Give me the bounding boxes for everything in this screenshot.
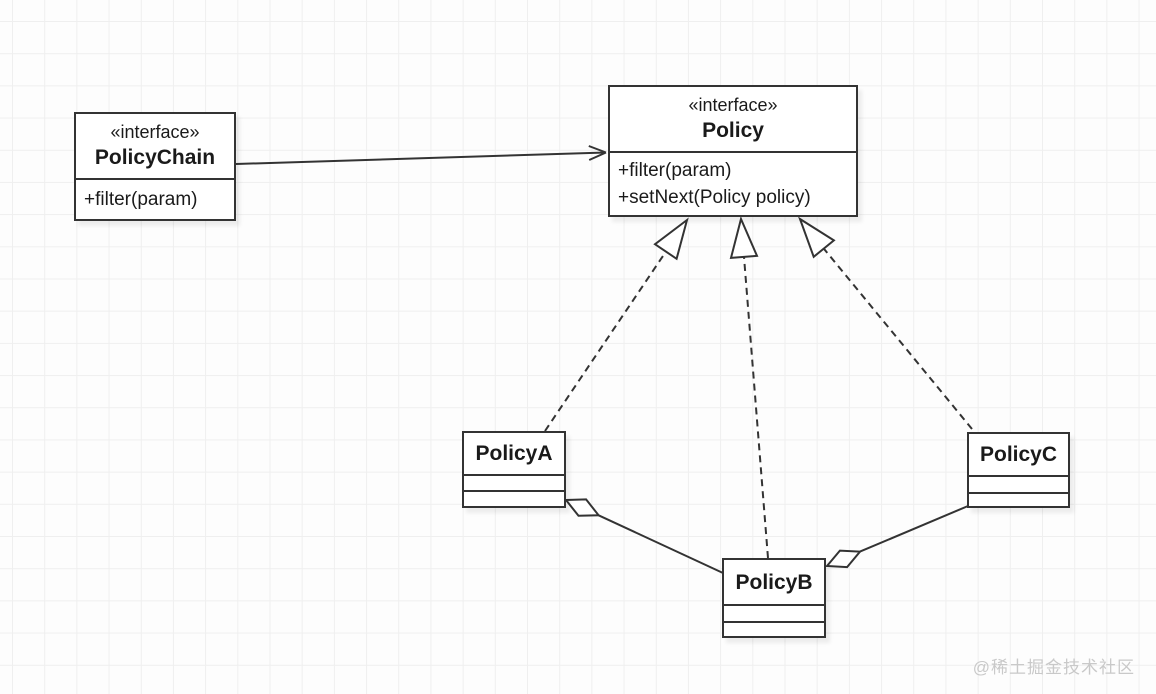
class-policya: PolicyA <box>462 431 566 508</box>
methods-compartment: +filter(param) <box>76 178 234 219</box>
attributes-compartment <box>969 475 1068 492</box>
class-header: PolicyB <box>724 560 824 604</box>
realization-line-policya-policy <box>544 250 667 432</box>
methods-compartment <box>724 621 824 636</box>
class-header: PolicyC <box>969 434 1068 475</box>
realization-line-policyc-policy <box>823 247 973 430</box>
watermark-text: @稀土掘金技术社区 <box>972 658 1135 677</box>
hollow-triangle-icon <box>653 217 689 261</box>
class-policyb: PolicyB <box>722 558 826 638</box>
method-label: +setNext(Policy policy) <box>618 187 811 208</box>
attributes-compartment <box>724 604 824 621</box>
class-name: PolicyB <box>735 570 813 594</box>
hollow-triangle-icon <box>798 216 836 259</box>
stereotype-label: «interface» <box>110 122 200 142</box>
methods-compartment <box>464 490 564 506</box>
class-policychain: «interface» PolicyChain +filter(param) <box>74 112 236 221</box>
attributes-compartment <box>464 474 564 490</box>
method-label: +filter(param) <box>618 160 732 181</box>
class-name: PolicyChain <box>94 146 216 169</box>
open-arrowhead-icon <box>588 145 607 161</box>
class-header: «interface» PolicyChain <box>76 114 234 178</box>
realization-line-policyb-policy <box>743 256 769 559</box>
class-name: Policy <box>702 119 764 142</box>
class-name: PolicyC <box>979 443 1058 466</box>
association-line-policychain-policy <box>235 151 607 165</box>
class-header: PolicyA <box>464 433 564 474</box>
stereotype-label: «interface» <box>688 95 778 115</box>
class-policyc: PolicyC <box>967 432 1070 508</box>
hollow-diamond-icon <box>824 549 863 569</box>
class-policy: «interface» Policy +filter(param) +setNe… <box>608 85 858 217</box>
aggregation-line-policyb-policyc <box>859 505 969 553</box>
class-name: PolicyA <box>475 442 553 465</box>
method-label: +filter(param) <box>84 189 198 210</box>
aggregation-line-policya-policyb <box>598 514 724 574</box>
methods-compartment <box>969 492 1068 506</box>
hollow-diamond-icon <box>563 498 601 517</box>
hollow-triangle-icon <box>729 215 759 260</box>
class-header: «interface» Policy <box>610 87 856 151</box>
methods-compartment: +filter(param) +setNext(Policy policy) <box>610 151 856 215</box>
